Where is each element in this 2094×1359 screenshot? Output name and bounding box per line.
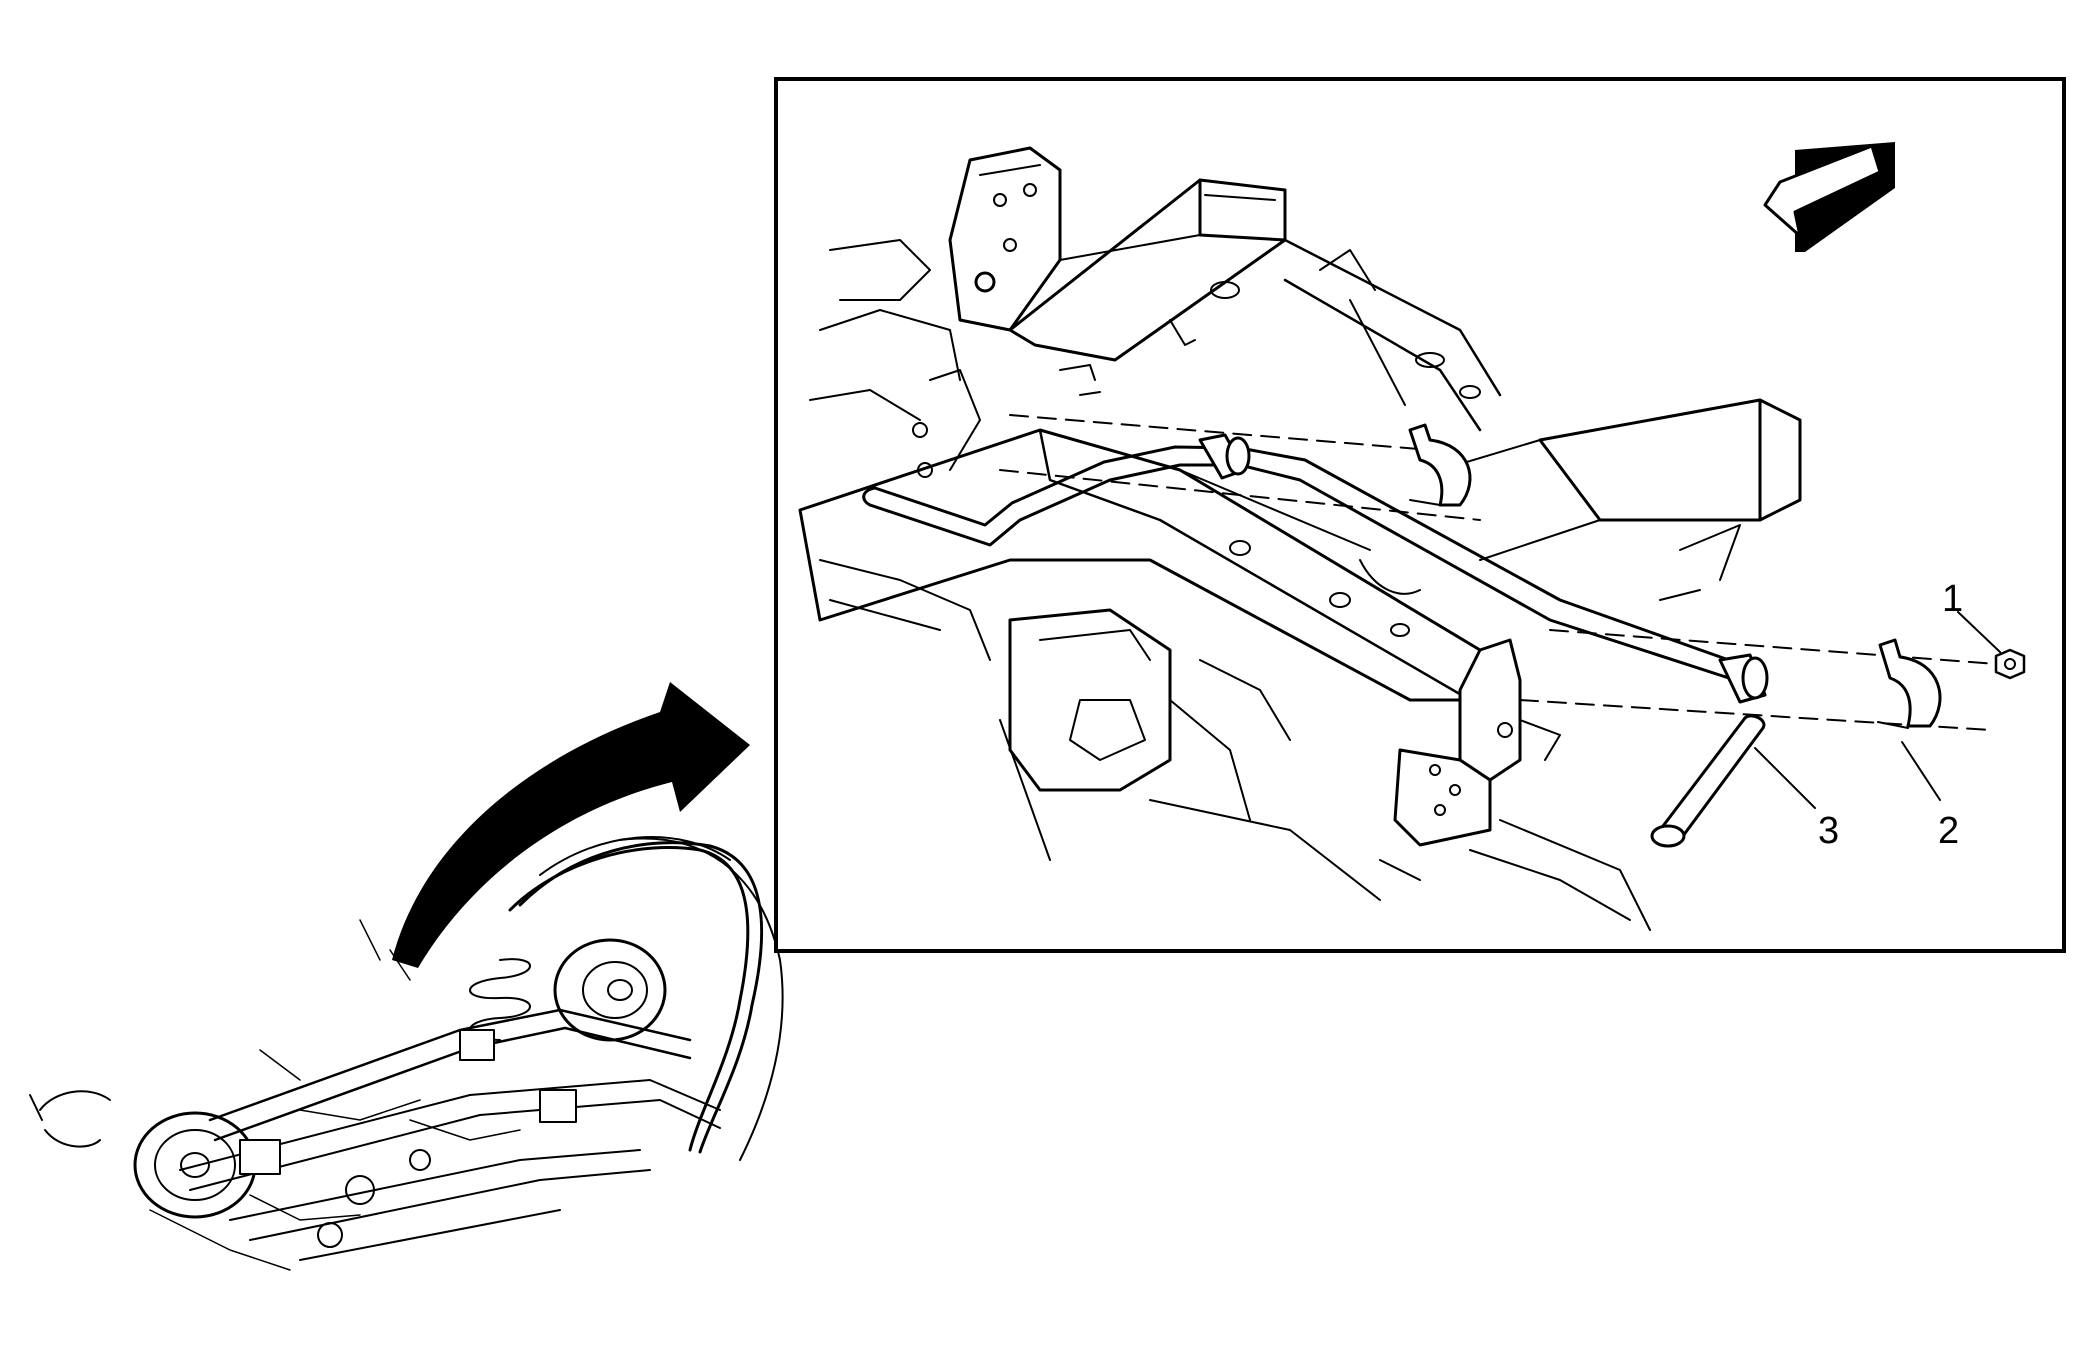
direction-arrow-icon <box>1763 142 1895 252</box>
callout-2: 2 <box>1938 810 1960 852</box>
callout-1: 1 <box>1942 578 1964 620</box>
nut-part <box>1994 648 2026 680</box>
vehicle-overview <box>29 836 784 1271</box>
bushing-part <box>1650 714 1766 848</box>
detail-view <box>798 142 2026 931</box>
zoom-transition-arrow-icon <box>392 682 750 968</box>
callout-3: 3 <box>1818 810 1840 852</box>
